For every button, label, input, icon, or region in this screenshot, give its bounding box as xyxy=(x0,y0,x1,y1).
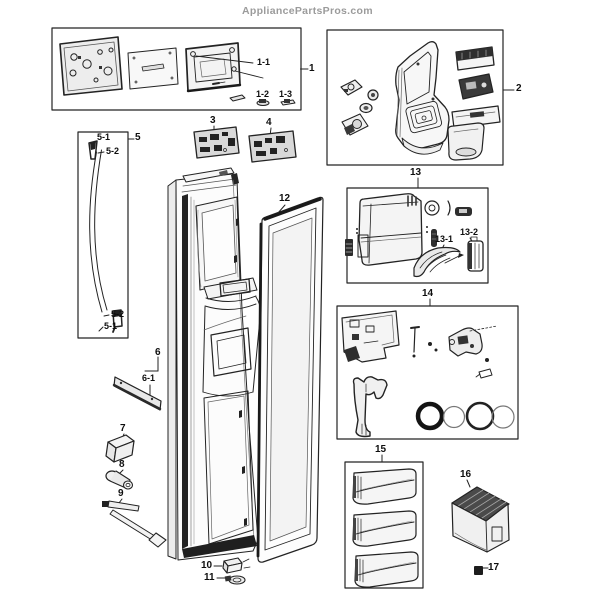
freezer-door xyxy=(167,167,261,561)
part-17-cap xyxy=(474,566,489,575)
part-4-pcb xyxy=(248,127,297,163)
box-2-dispenser-assembly xyxy=(326,29,515,166)
part-label-1: 1 xyxy=(309,63,315,74)
part-label-1-3: 1-3 xyxy=(279,89,293,99)
part-label-17: 17 xyxy=(488,562,500,573)
part-label-9: 9 xyxy=(118,488,124,499)
part-label-5-2-bottom: 5-2 xyxy=(111,309,125,319)
part-16-grille xyxy=(451,479,510,553)
part-label-11: 11 xyxy=(204,572,215,583)
part-label-5-2-top: 5-2 xyxy=(106,146,120,156)
part-label-10: 10 xyxy=(201,560,213,571)
part-9-lever-bar xyxy=(102,498,167,548)
part-3-pcb xyxy=(193,125,240,159)
part-label-12: 12 xyxy=(279,193,291,204)
part-label-2: 2 xyxy=(516,83,522,94)
part-label-13: 13 xyxy=(410,167,422,178)
part-label-1-2: 1-2 xyxy=(256,89,270,99)
box-13-ice-bucket-assembly xyxy=(345,177,489,284)
part-label-1-1: 1-1 xyxy=(257,57,271,67)
box-5-water-tube xyxy=(77,131,135,339)
part-11-cam xyxy=(216,575,246,585)
part-label-6: 6 xyxy=(155,347,161,358)
part-8-roller xyxy=(105,469,134,490)
part-label-8: 8 xyxy=(119,459,125,470)
part-label-5-1-bottom: 5-1 xyxy=(104,321,118,331)
part-12-door-gasket xyxy=(256,196,324,563)
part-label-14: 14 xyxy=(422,288,434,299)
box-1-cover-assembly xyxy=(51,27,309,111)
part-label-6-1: 6-1 xyxy=(142,373,156,383)
part-label-13-1: 13-1 xyxy=(435,234,454,244)
box-14-dispenser-parts xyxy=(336,298,519,440)
part-label-3: 3 xyxy=(210,115,216,126)
part-label-15: 15 xyxy=(375,444,387,455)
part-label-16: 16 xyxy=(460,469,472,480)
part-label-5: 5 xyxy=(135,132,141,143)
part-10-bracket xyxy=(213,557,251,574)
part-label-5-1-top: 5-1 xyxy=(97,132,111,142)
box-15-door-bins xyxy=(344,454,424,589)
part-7-cap xyxy=(105,433,135,463)
part-label-4: 4 xyxy=(266,117,272,128)
part-label-7: 7 xyxy=(120,423,126,434)
part-label-13-2: 13-2 xyxy=(460,227,479,237)
part-6-handle-bracket xyxy=(112,356,162,411)
site-watermark: AppliancePartsPros.com xyxy=(242,5,373,17)
